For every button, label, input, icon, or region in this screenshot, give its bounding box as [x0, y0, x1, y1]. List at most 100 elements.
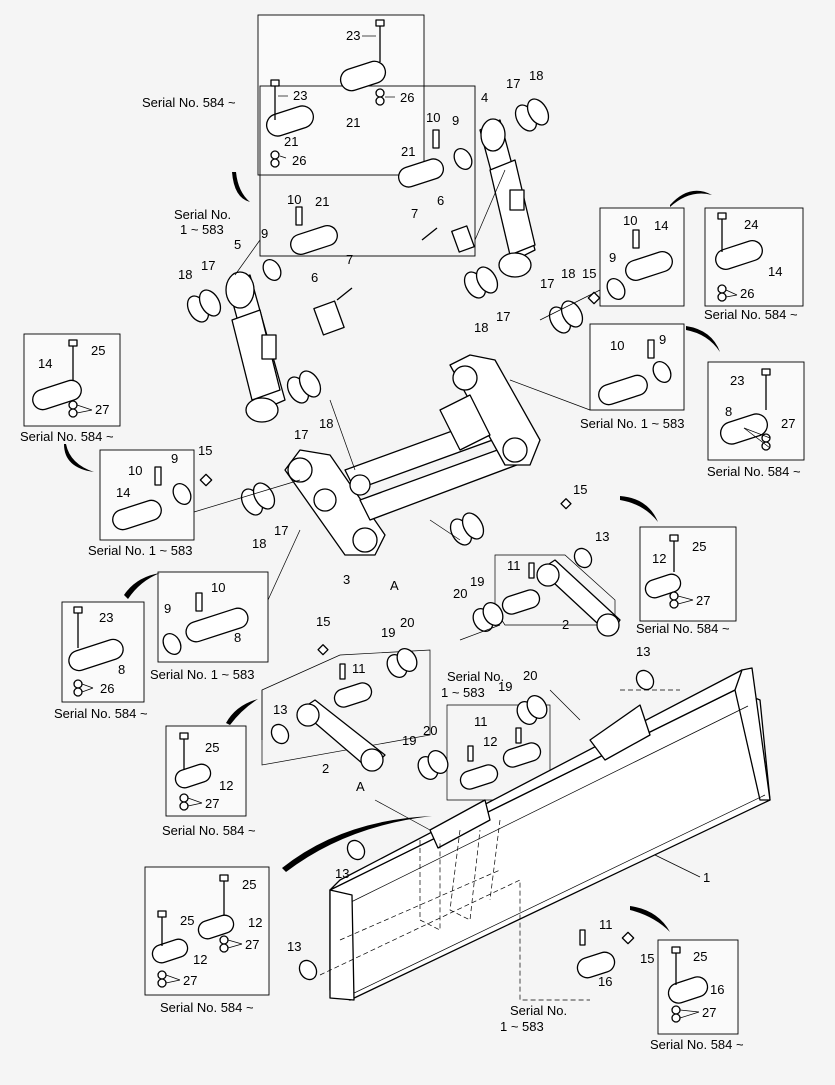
serial-label: Serial No.	[174, 207, 231, 222]
part-number-14: 14	[38, 356, 52, 371]
arc-mid-right	[686, 326, 720, 352]
part-number-14: 14	[654, 218, 668, 233]
part-number-17: 17	[274, 523, 288, 538]
part-number-26: 26	[292, 153, 306, 168]
callout-leaders	[76, 35, 771, 1019]
view-letter-a: A	[356, 779, 365, 794]
arc-bottom-right	[630, 906, 670, 932]
part-number-11: 11	[474, 714, 488, 729]
part-number-18: 18	[561, 266, 575, 281]
part-number-10: 10	[211, 580, 225, 595]
part-number-27: 27	[183, 973, 197, 988]
part-number-15: 15	[316, 614, 330, 629]
serial-label: Serial No. 584 ~	[707, 464, 801, 479]
part-number-20: 20	[453, 586, 467, 601]
part-number-2: 2	[562, 617, 569, 632]
serial-label: Serial No. 1 ~ 583	[88, 543, 192, 558]
part-number-9: 9	[452, 113, 459, 128]
part-number-25: 25	[180, 913, 194, 928]
arc-lower-left	[124, 573, 160, 599]
part-number-27: 27	[95, 402, 109, 417]
part-number-9: 9	[261, 226, 268, 241]
part-number-15: 15	[198, 443, 212, 458]
arc-left	[64, 444, 94, 472]
serial-label: Serial No.	[510, 1003, 567, 1018]
part-number-26: 26	[100, 681, 114, 696]
part-number-27: 27	[781, 416, 795, 431]
part-number-1: 1	[703, 870, 710, 885]
part-number-27: 27	[696, 593, 710, 608]
view-letter-a: A	[390, 578, 399, 593]
arc-link-left	[226, 699, 258, 725]
part-number-13: 13	[287, 939, 301, 954]
part-number-8: 8	[234, 630, 241, 645]
part-number-6: 6	[437, 193, 444, 208]
part-number-11: 11	[352, 661, 366, 676]
part-number-17: 17	[496, 309, 510, 324]
box-link-left	[261, 649, 431, 766]
serial-label: Serial No. 584 ~	[142, 95, 236, 110]
box-top-584	[257, 14, 425, 176]
part-callouts: 1 2 2 3 4 5 6 6 7 7 8 8 8 9 9 9 9 9 9 10…	[38, 28, 795, 1020]
serial-label: 1 ~ 583	[180, 222, 224, 237]
part-number-4: 4	[481, 90, 488, 105]
part-number-17: 17	[540, 276, 554, 291]
part-number-13: 13	[273, 702, 287, 717]
part-number-18: 18	[319, 416, 333, 431]
small-parts	[68, 88, 771, 1023]
cylinder-left	[225, 271, 286, 423]
serial-label: Serial No. 1 ~ 583	[580, 416, 684, 431]
part-number-23: 23	[293, 88, 307, 103]
arc-link-right	[620, 496, 658, 522]
part-number-18: 18	[178, 267, 192, 282]
serial-label: Serial No. 584 ~	[20, 429, 114, 444]
serial-label: Serial No. 584 ~	[650, 1037, 744, 1052]
part-number-14: 14	[768, 264, 782, 279]
part-number-18: 18	[529, 68, 543, 83]
serial-labels: Serial No. 584 ~ Serial No. 1 ~ 583 Seri…	[20, 95, 801, 1052]
part-number-15: 15	[640, 951, 654, 966]
part-number-11: 11	[507, 558, 521, 573]
part-number-19: 19	[470, 574, 484, 589]
part-number-20: 20	[423, 723, 437, 738]
box-link-right-584	[639, 526, 737, 622]
cylinder-right	[479, 118, 536, 278]
frame	[284, 354, 541, 556]
part-number-23: 23	[99, 610, 113, 625]
link-left	[296, 699, 386, 772]
serial-label: 1 ~ 583	[500, 1019, 544, 1034]
part-number-27: 27	[205, 796, 219, 811]
serial-label: Serial No. 584 ~	[162, 823, 256, 838]
part-number-25: 25	[205, 740, 219, 755]
part-number-27: 27	[245, 937, 259, 952]
part-number-16: 16	[598, 974, 612, 989]
part-number-12: 12	[219, 778, 233, 793]
serial-label: Serial No. 1 ~ 583	[150, 667, 254, 682]
part-number-23: 23	[730, 373, 744, 388]
part-number-5: 5	[234, 237, 241, 252]
part-number-12: 12	[193, 952, 207, 967]
part-number-25: 25	[91, 343, 105, 358]
part-number-20: 20	[400, 615, 414, 630]
part-number-7: 7	[346, 252, 353, 267]
connector-lines	[193, 169, 601, 831]
part-number-11: 11	[599, 917, 613, 932]
part-number-13: 13	[636, 644, 650, 659]
part-number-6: 6	[311, 270, 318, 285]
part-number-3: 3	[343, 572, 350, 587]
serial-label: Serial No.	[447, 669, 504, 684]
part-number-26: 26	[740, 286, 754, 301]
part-number-17: 17	[294, 427, 308, 442]
part-number-25: 25	[693, 949, 707, 964]
serial-label: 1 ~ 583	[441, 685, 485, 700]
part-number-21: 21	[401, 144, 415, 159]
part-number-21: 21	[315, 194, 329, 209]
part-number-7: 7	[411, 206, 418, 221]
part-number-24: 24	[744, 217, 758, 232]
part-number-16: 16	[710, 982, 724, 997]
part-number-20: 20	[523, 668, 537, 683]
part-number-25: 25	[242, 877, 256, 892]
serial-label: Serial No. 584 ~	[704, 307, 798, 322]
part-number-19: 19	[498, 679, 512, 694]
